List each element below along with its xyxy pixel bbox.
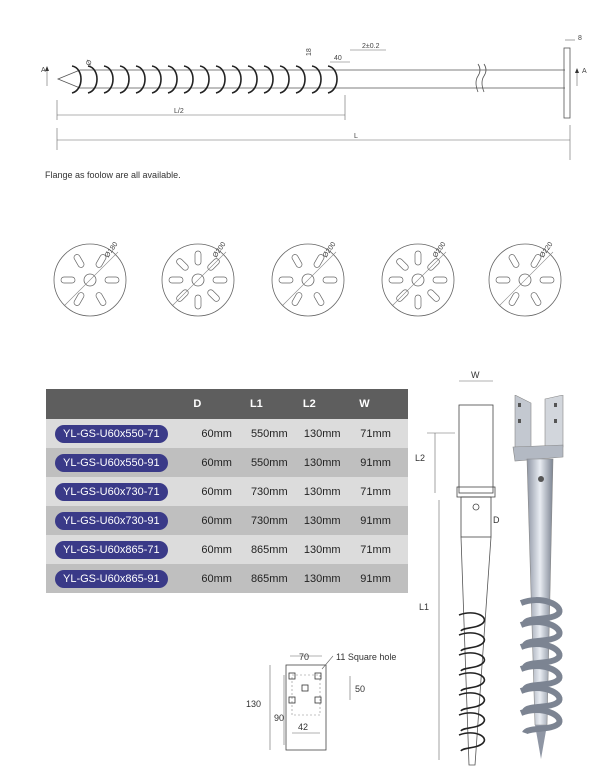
cell-w: 91mm <box>359 448 408 477</box>
header-w: W <box>359 389 408 419</box>
model-badge: YL-GS-U60x730-91 <box>55 511 168 530</box>
cell-l1: 865mm <box>249 535 303 564</box>
cell-l1: 550mm <box>249 419 303 448</box>
ground-screw-side-drawing: A A Ø 18 40 2±0.2 8 L/2 L <box>41 35 587 160</box>
pile-l1-label: L1 <box>419 602 429 612</box>
u-plate-drawing: 70 11 Square hole 130 90 50 42 <box>246 652 396 751</box>
phi-label: Ø <box>85 59 94 67</box>
cell-l1: 865mm <box>249 564 303 593</box>
flange-disc: Ø220 <box>488 241 562 317</box>
dim-half-l: L/2 <box>174 108 184 115</box>
plate-dim-130: 130 <box>246 699 261 709</box>
cell-w: 91mm <box>359 506 408 535</box>
pile-helix-turn <box>458 632 486 652</box>
cell-w: 71mm <box>359 419 408 448</box>
helix-turn <box>295 65 306 94</box>
dim-18: 18 <box>306 48 313 56</box>
cell-d: 60mm <box>193 477 250 506</box>
plate-dim-42: 42 <box>298 722 308 732</box>
table-row: YL-GS-U60x865-71 60mm 865mm 130mm 71mm <box>46 535 408 564</box>
helix-turn <box>279 65 290 94</box>
helix-turn <box>231 65 242 94</box>
flange-disc: Ø180 <box>53 241 127 317</box>
plate-dim-50: 50 <box>355 684 365 694</box>
pile-l2-label: L2 <box>415 453 425 463</box>
helix-turn <box>71 65 82 94</box>
spec-table: D L1 L2 W YL-GS-U60x550-71 60mm 550mm 13… <box>46 389 408 593</box>
flange-disc: Ø200 <box>161 241 235 317</box>
dim-8: 8 <box>578 35 582 42</box>
cell-l2: 130mm <box>302 564 360 593</box>
table-row: YL-GS-U60x550-71 60mm 550mm 130mm 71mm <box>46 419 408 448</box>
model-badge: YL-GS-U60x730-71 <box>55 482 168 501</box>
cell-l2: 130mm <box>302 419 360 448</box>
dim-2: 2±0.2 <box>362 43 380 50</box>
pile-helix-turn <box>458 712 486 732</box>
table-row: YL-GS-U60x730-71 60mm 730mm 130mm 71mm <box>46 477 408 506</box>
cell-w: 71mm <box>359 477 408 506</box>
dim-l: L <box>354 133 358 140</box>
header-l2: L2 <box>302 389 360 419</box>
helix-turn <box>215 65 226 94</box>
u-pile-line-drawing: W L2 D L1 <box>415 370 500 766</box>
cell-w: 71mm <box>359 535 408 564</box>
flange-disc: Ø200 <box>271 241 345 317</box>
helix-turn <box>87 65 98 94</box>
plate-dim-70: 70 <box>299 652 309 662</box>
u-pile-render <box>512 395 564 759</box>
model-badge: YL-GS-U60x865-71 <box>55 540 168 559</box>
helix-turn <box>103 65 114 94</box>
cell-l1: 550mm <box>249 448 303 477</box>
helix-turn <box>183 65 194 94</box>
helix-turn <box>263 65 274 94</box>
pile-d-label: D <box>493 515 500 525</box>
table-row: YL-GS-U60x730-91 60mm 730mm 130mm 91mm <box>46 506 408 535</box>
flange-disc: Ø200 <box>381 241 455 317</box>
section-a-right: A <box>582 68 587 75</box>
helix-turn <box>167 65 178 94</box>
model-badge: YL-GS-U60x550-91 <box>55 453 168 472</box>
header-d: D <box>193 389 250 419</box>
table-header-row: D L1 L2 W <box>46 389 408 419</box>
dim-40: 40 <box>334 55 342 62</box>
plate-square-hole: 11 Square hole <box>336 652 396 662</box>
header-model <box>46 389 194 419</box>
helix-turn <box>311 65 322 94</box>
cell-w: 91mm <box>359 564 408 593</box>
helix-turn <box>135 65 146 94</box>
table-row: YL-GS-U60x550-91 60mm 550mm 130mm 91mm <box>46 448 408 477</box>
cell-l2: 130mm <box>302 448 360 477</box>
helix-turn <box>151 65 162 94</box>
cell-d: 60mm <box>193 535 250 564</box>
flange-note: Flange as foolow are all available. <box>45 170 181 180</box>
pile-helix-turn <box>458 692 486 712</box>
table-row: YL-GS-U60x865-91 60mm 865mm 130mm 91mm <box>46 564 408 593</box>
cell-d: 60mm <box>193 506 250 535</box>
helix-turn <box>327 65 338 94</box>
cell-l1: 730mm <box>249 477 303 506</box>
render-helix-turn <box>519 707 563 736</box>
pile-helix-turn <box>458 672 486 692</box>
cell-l1: 730mm <box>249 506 303 535</box>
pile-helix-turn <box>458 612 486 632</box>
flange-options: Ø180 Ø200 Ø200 Ø200 Ø220 <box>53 241 562 317</box>
cell-d: 60mm <box>193 448 250 477</box>
cell-d: 60mm <box>193 419 250 448</box>
plate-dim-90: 90 <box>274 713 284 723</box>
cell-l2: 130mm <box>302 477 360 506</box>
pile-w-label: W <box>471 370 480 380</box>
pile-helix-turn <box>458 732 486 752</box>
helix-turn <box>247 65 258 94</box>
section-a-left: A <box>41 67 46 74</box>
model-badge: YL-GS-U60x550-71 <box>55 424 168 443</box>
cell-l2: 130mm <box>302 535 360 564</box>
helix-turn <box>199 65 210 94</box>
model-badge: YL-GS-U60x865-91 <box>55 569 168 588</box>
helix-turn <box>119 65 130 94</box>
header-l1: L1 <box>249 389 303 419</box>
cell-l2: 130mm <box>302 506 360 535</box>
cell-d: 60mm <box>193 564 250 593</box>
pile-helix-turn <box>458 652 486 672</box>
